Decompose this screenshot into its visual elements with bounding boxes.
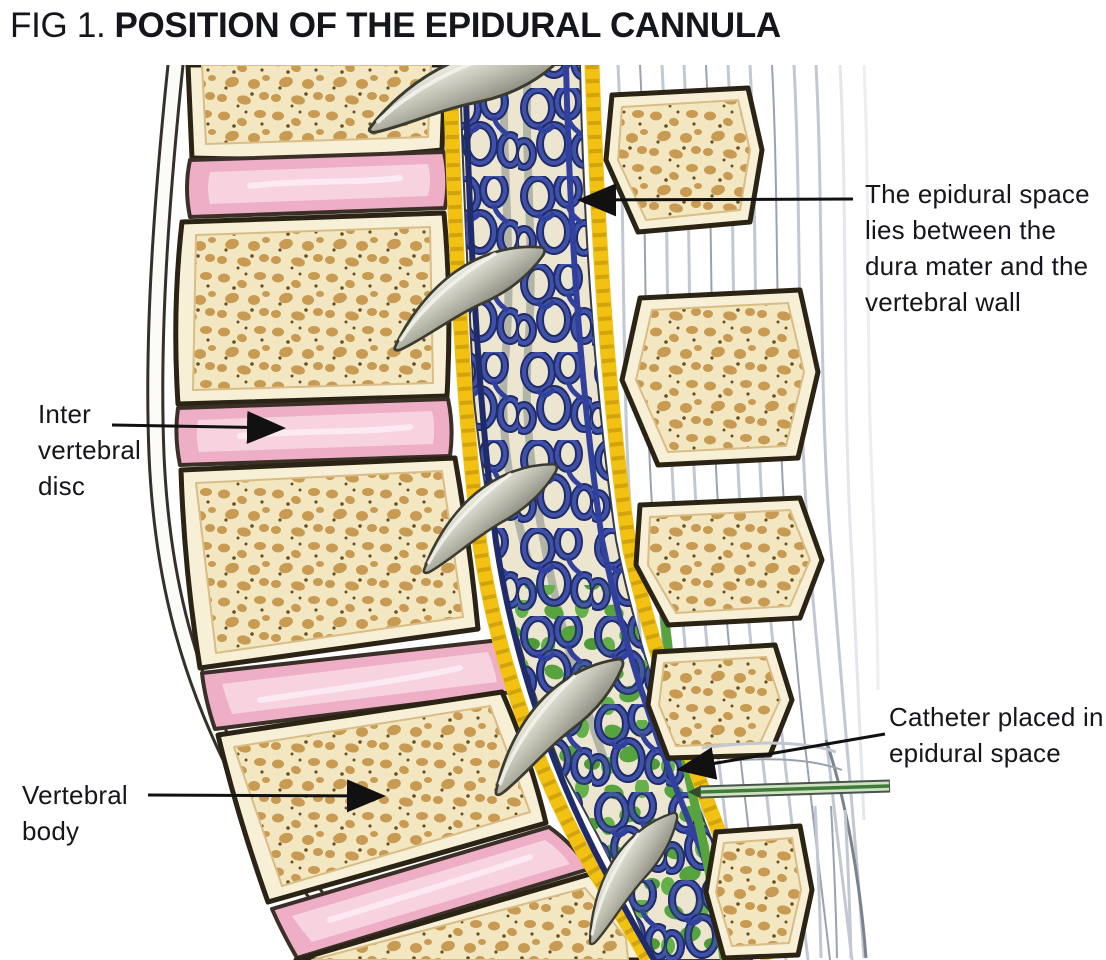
- epidural-catheter: [688, 779, 891, 799]
- figure-title: FIG 1.POSITION OF THE EPIDURAL CANNULA: [10, 6, 781, 46]
- figure-number: FIG 1.: [10, 6, 106, 45]
- label-intervertebral-disc: Inter vertebral disc: [38, 399, 141, 501]
- figure-title-text: POSITION OF THE EPIDURAL CANNULA: [114, 6, 781, 45]
- label-arrow-intervertebral-disc: [111, 410, 286, 444]
- label-arrow-catheter: [676, 732, 886, 780]
- spinous-processes: [603, 85, 825, 960]
- label-arrows: [111, 183, 886, 813]
- label-catheter: Catheter placed in epidural space: [889, 702, 1104, 768]
- catheter-tip: [688, 786, 700, 798]
- label-arrow-epidural-space: [577, 183, 854, 217]
- supraspinous-ligament: [699, 739, 868, 959]
- label-arrow-vertebral-body: [147, 779, 386, 813]
- label-epidural-space: The epidural space lies between the dura…: [865, 179, 1090, 317]
- nerve-roots: [355, 65, 686, 953]
- label-vertebral-body: Vertebral body: [22, 780, 128, 846]
